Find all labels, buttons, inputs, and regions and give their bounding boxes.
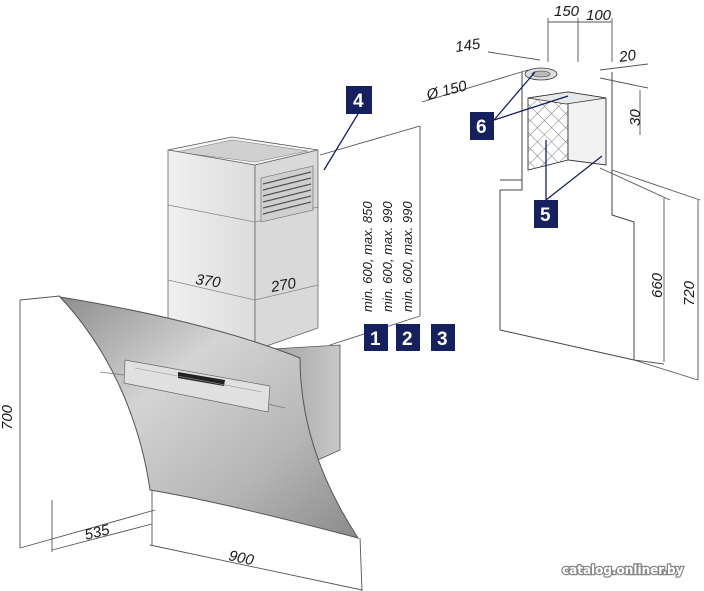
callout-1: 1 [364,324,388,351]
dim-diameter-150: Ø 150 [424,77,469,104]
dim-660: 660 [649,272,666,298]
dimension-lines-hood [19,125,421,591]
dim-700: 700 [0,404,16,430]
callout-3: 3 [431,324,455,351]
callout-3-label: 3 [437,329,448,350]
callout-4: 4 [323,86,372,171]
callout-2-label: 2 [402,329,413,350]
dim-900: 900 [227,547,256,569]
dim-270: 270 [269,275,298,296]
vent-grille [260,165,314,223]
mounting-bracket-zone [524,67,607,171]
dim-30: 30 [627,109,644,126]
chimney [167,136,319,351]
dimension-lines-mount [421,18,701,381]
dim-100: 100 [586,7,612,24]
dim-370: 370 [194,271,222,291]
mounting-outline [499,72,635,361]
range-label-3: min. 600, max. 990 [400,201,415,312]
callout-6: 6 [470,71,569,140]
dim-150: 150 [554,3,580,20]
callout-5: 5 [534,140,603,228]
callout-1-label: 1 [370,329,381,350]
callout-2: 2 [396,324,420,351]
watermark: catalog.onliner.by [562,563,684,577]
dim-20: 20 [617,47,638,66]
dim-145: 145 [454,36,482,56]
callout-4-label: 4 [353,91,364,112]
hood-body [58,296,360,539]
dim-535: 535 [83,521,112,544]
range-label-1: min. 600, max. 850 [360,201,375,312]
dim-720: 720 [681,280,698,306]
range-label-2: min. 600, max. 990 [380,201,395,312]
callout-5-label: 5 [540,205,551,226]
callout-6-label: 6 [476,117,487,138]
